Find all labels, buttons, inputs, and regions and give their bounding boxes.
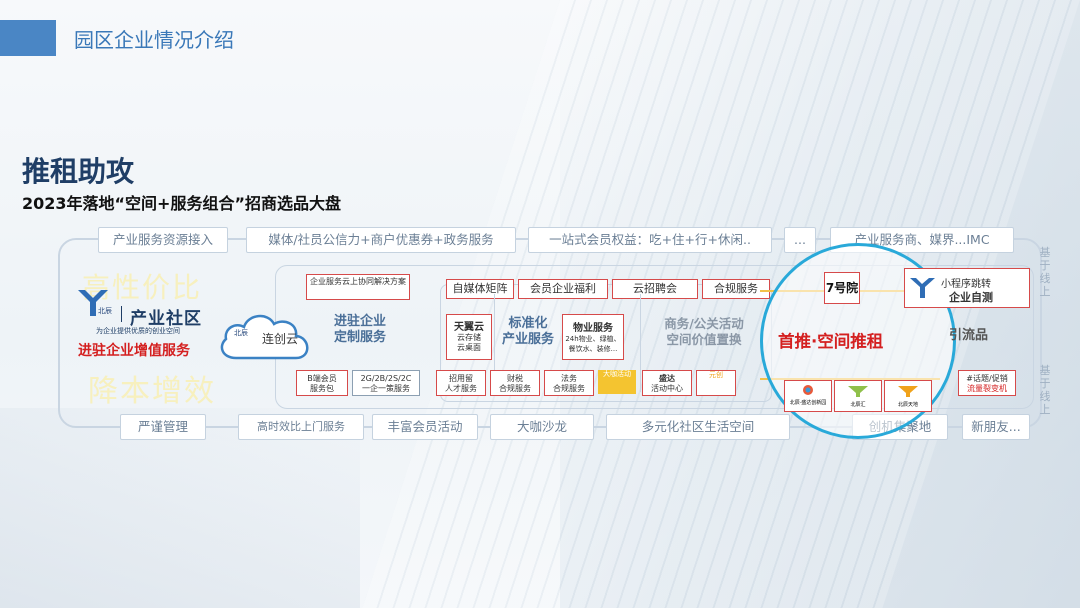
b2b-sub: 一企一策服务 — [362, 384, 410, 393]
self-test-label: 企业自测 — [949, 291, 993, 304]
business-heading: 商务/公关活动 空间价值置换 — [664, 316, 744, 347]
service-box: 法务 合规服务 — [544, 370, 594, 396]
logo-tile: 北辰·盛达创新园 — [784, 380, 832, 412]
logo-tile: 北辰汇 — [834, 380, 882, 412]
cloud-solution-box: 企业服务云上协同解决方案 — [306, 274, 410, 300]
tianyiyun-label: 天翼云 — [454, 322, 484, 333]
ghost-slogan-top: 高性价比 — [82, 271, 203, 304]
tianyiyun-box: 天翼云 云存储 云桌面 — [446, 314, 492, 360]
flower-logo-icon — [803, 385, 813, 395]
hotline-label: #话题/促销 — [966, 374, 1008, 383]
service-label: 盛达 — [659, 374, 675, 383]
bottom-chip: 大咖沙龙 — [490, 414, 594, 440]
bottom-chip: 严谨管理 — [120, 414, 206, 440]
top-chip: 产业服务商、媒界...IMC — [830, 227, 1014, 253]
b2b-box: 2G/2B/2S/2C 一企一策服务 — [352, 370, 420, 396]
brand-separator — [121, 306, 122, 322]
logo-7-tile: 7号院 — [824, 272, 860, 304]
b2b-label: 2G/2B/2S/2C — [360, 374, 412, 383]
page-title: 推租助攻 — [22, 155, 135, 188]
tianyiyun-sub: 云存储 云桌面 — [457, 333, 481, 352]
top-chip: 产业服务资源接入 — [98, 227, 228, 253]
service-sub: 活动中心 — [651, 384, 683, 393]
bottom-chip: 新朋友... — [962, 414, 1030, 440]
header-title: 园区企业情况介绍 — [74, 28, 234, 52]
custom-service-heading: 进驻企业 定制服务 — [333, 314, 386, 345]
service-box: 招用留 人才服务 — [436, 370, 486, 396]
header-accent-bar — [0, 20, 56, 56]
divider — [494, 294, 495, 392]
standard-service-heading: 标准化 产业服务 — [501, 316, 554, 347]
brand-main-text: 产业社区 — [130, 309, 202, 329]
service-sub: 合规服务 — [499, 384, 531, 393]
ghost-slogan-bottom: 降本增效 — [88, 374, 216, 409]
service-box: 财税 合规服务 — [490, 370, 540, 396]
brand-logo-icon — [78, 290, 108, 316]
brand-small-text: 北辰 — [98, 307, 112, 315]
mid-chip: 合规服务 — [702, 279, 770, 299]
background-shade — [0, 408, 360, 608]
top-chip: ... — [784, 227, 816, 253]
top-chip: 一站式会员权益：吃+住+行+休闲.. — [528, 227, 772, 253]
mid-chip: 云招聘会 — [612, 279, 698, 299]
yellow-activity-tag: 大咖活动 — [598, 370, 636, 394]
b-member-box: B端会员 服务包 — [296, 370, 348, 396]
brand-tagline: 为企业提供优质的创业空间 — [96, 327, 180, 335]
cloud-icon — [220, 314, 309, 360]
logo-label: 北辰·盛达创新园 — [789, 400, 827, 406]
side-vertical-upper: 基于线上 — [1039, 246, 1051, 298]
mini-logo-icon — [910, 278, 935, 298]
mini-program-box: 小程序跳转 企业自测 — [904, 268, 1030, 308]
side-vertical-lower: 基于线上 — [1039, 364, 1051, 416]
page-subtitle: 2023年落地“空间+服务组合”招商选品大盘 — [22, 194, 341, 213]
green-y-logo-icon — [848, 386, 868, 397]
mid-chip: 会员企业福利 — [518, 279, 608, 299]
top-chip: 媒体/社员公信力+商户优惠券+政务服务 — [246, 227, 516, 253]
logo-label: 北辰天地 — [897, 402, 918, 408]
orange-y-logo-icon — [898, 386, 918, 397]
cloud-name-text: 连创云 — [262, 332, 299, 346]
property-box: 物业服务 24h物业、绿植、餐饮水、装修... — [562, 314, 624, 360]
cloud-brand-text: 北辰 — [234, 329, 248, 337]
bottom-chip: 丰富会员活动 — [372, 414, 478, 440]
hotline-sub: 流量裂变机 — [967, 384, 1007, 393]
hotline-box: #话题/促销 流量裂变机 — [958, 370, 1016, 396]
mid-chip: 自媒体矩阵 — [446, 279, 514, 299]
service-sub: 合规服务 — [553, 384, 585, 393]
service-label: 财税 — [507, 374, 523, 383]
service-label: 法务 — [561, 374, 577, 383]
b-member-sub: 服务包 — [310, 384, 334, 393]
bottom-chip: 高时效比上门服务 — [238, 414, 364, 440]
focus-title: 首推·空间推租 — [778, 332, 884, 351]
b-member-label: B端会员 — [307, 374, 337, 383]
pin-flow-label: 引流品 — [949, 328, 989, 343]
service-sub: 人才服务 — [445, 384, 477, 393]
property-label: 物业服务 — [573, 323, 613, 334]
mini-program-label: 小程序跳转 — [941, 279, 991, 290]
logo-label: 北辰汇 — [850, 402, 866, 408]
logo-tile: 北辰天地 — [884, 380, 932, 412]
property-sub: 24h物业、绿植、餐饮水、装修... — [565, 335, 621, 353]
service-label: 招用留 — [449, 374, 473, 383]
bottom-chip: 多元化社区生活空间 — [606, 414, 790, 440]
service-box: 盛达 活动中心 — [642, 370, 692, 396]
divider — [640, 294, 641, 392]
join-service-label: 进驻企业增值服务 — [78, 343, 190, 359]
yuanchuang-tag: 元创 — [696, 370, 736, 396]
